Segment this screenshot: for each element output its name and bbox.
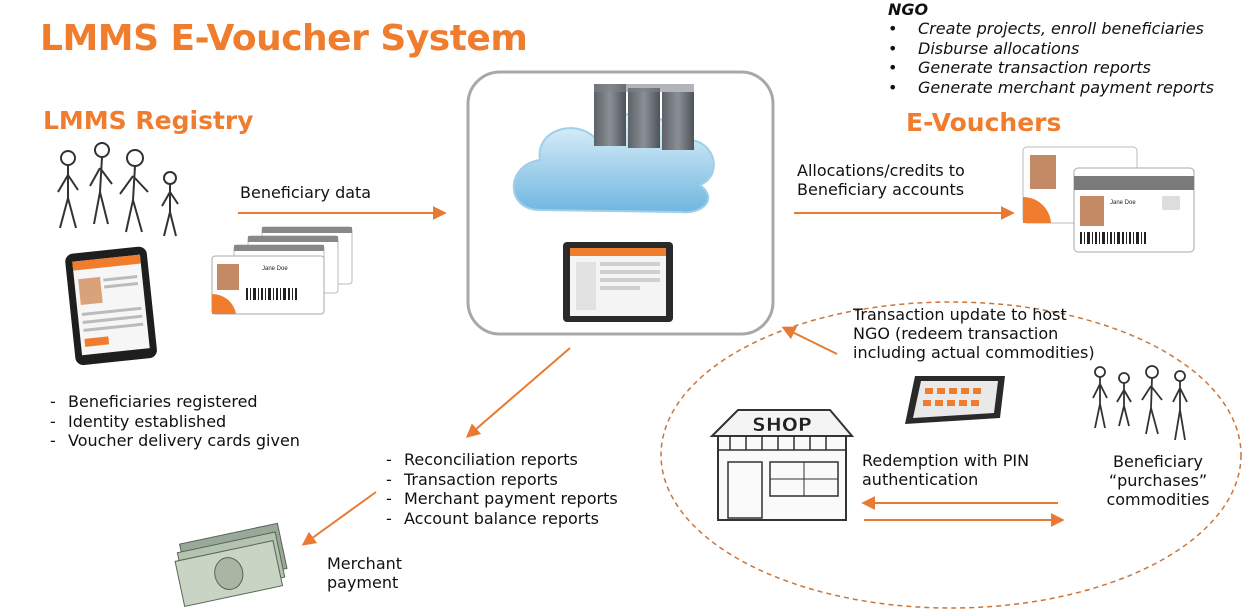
card-name: Jane Doe bbox=[262, 266, 288, 272]
report-item: Merchant payment reports bbox=[386, 489, 618, 509]
redemption-label: Redemption with PIN authentication bbox=[862, 451, 1030, 489]
registry-tablet-icon bbox=[65, 246, 157, 366]
transaction-update-label: Transaction update to host NGO (redeem t… bbox=[853, 305, 1095, 362]
registry-item: Identity established bbox=[50, 412, 300, 432]
shopping-people-icon bbox=[1092, 365, 1188, 441]
ngo-item: Generate transaction reports bbox=[888, 58, 1214, 78]
registry-item: Beneficiaries registered bbox=[50, 392, 300, 412]
registry-item: Voucher delivery cards given bbox=[50, 431, 300, 451]
shop-sign: SHOP bbox=[752, 414, 812, 436]
registry-heading: LMMS Registry bbox=[43, 106, 254, 135]
allocations-label: Allocations/credits to Beneficiary accou… bbox=[797, 161, 965, 199]
flow-arrows bbox=[238, 206, 1065, 546]
report-item: Transaction reports bbox=[386, 470, 618, 490]
purchases-label: Beneficiary “purchases” commodities bbox=[1106, 452, 1210, 509]
report-item: Reconciliation reports bbox=[386, 450, 618, 470]
ngo-list: Create projects, enroll beneficiaries Di… bbox=[888, 19, 1214, 97]
server-rack-icon bbox=[594, 84, 694, 150]
arrow-merchant-payment bbox=[301, 491, 377, 546]
report-item: Account balance reports bbox=[386, 509, 618, 529]
dashboard-tablet-icon bbox=[563, 242, 673, 322]
id-card-stack-icon bbox=[211, 226, 353, 315]
ngo-title: NGO bbox=[888, 0, 929, 19]
merchant-zone-ellipse bbox=[660, 301, 1242, 609]
money-bills-icon bbox=[174, 522, 288, 608]
ngo-item: Disburse allocations bbox=[888, 39, 1214, 59]
walking-people-icon bbox=[57, 142, 179, 237]
arrow-reports bbox=[465, 347, 571, 438]
evoucher-card-name: Jane Doe bbox=[1110, 200, 1136, 206]
ngo-item: Create projects, enroll beneficiaries bbox=[888, 19, 1214, 39]
ngo-item: Generate merchant payment reports bbox=[888, 78, 1214, 98]
evouchers-heading: E-Vouchers bbox=[906, 108, 1062, 137]
registry-list: Beneficiaries registered Identity establ… bbox=[50, 392, 300, 451]
shop-icon bbox=[709, 409, 855, 521]
page-title: LMMS E-Voucher System bbox=[40, 18, 528, 59]
arrow-transaction-update bbox=[781, 326, 838, 355]
merchant-payment-label: Merchant payment bbox=[327, 554, 403, 592]
reports-list: Reconciliation reports Transaction repor… bbox=[386, 450, 618, 528]
beneficiary-data-label: Beneficiary data bbox=[240, 183, 372, 202]
pos-tablet-icon bbox=[905, 376, 1005, 424]
evoucher-cards-icon bbox=[1022, 146, 1195, 253]
